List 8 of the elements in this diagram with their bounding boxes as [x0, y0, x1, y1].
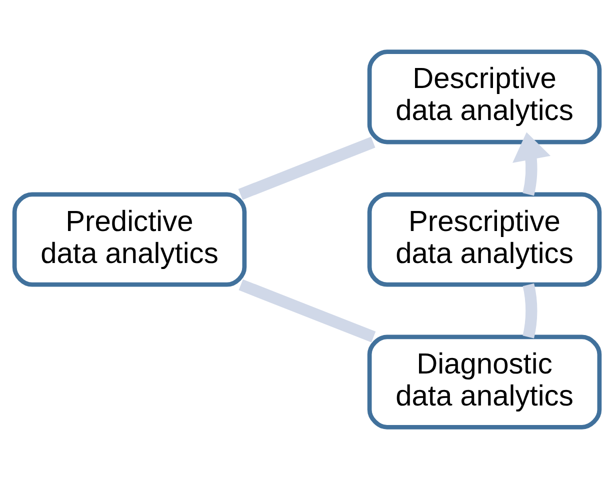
connector — [238, 136, 376, 200]
node-box: Predictive data analytics — [12, 192, 247, 286]
connector — [238, 278, 376, 342]
connector — [522, 283, 538, 338]
node-box: Diagnostic data analytics — [367, 334, 602, 429]
node-box: Descriptive data analytics — [367, 49, 602, 144]
arrow — [512, 132, 551, 196]
node-box: Prescriptive data analytics — [367, 192, 602, 286]
